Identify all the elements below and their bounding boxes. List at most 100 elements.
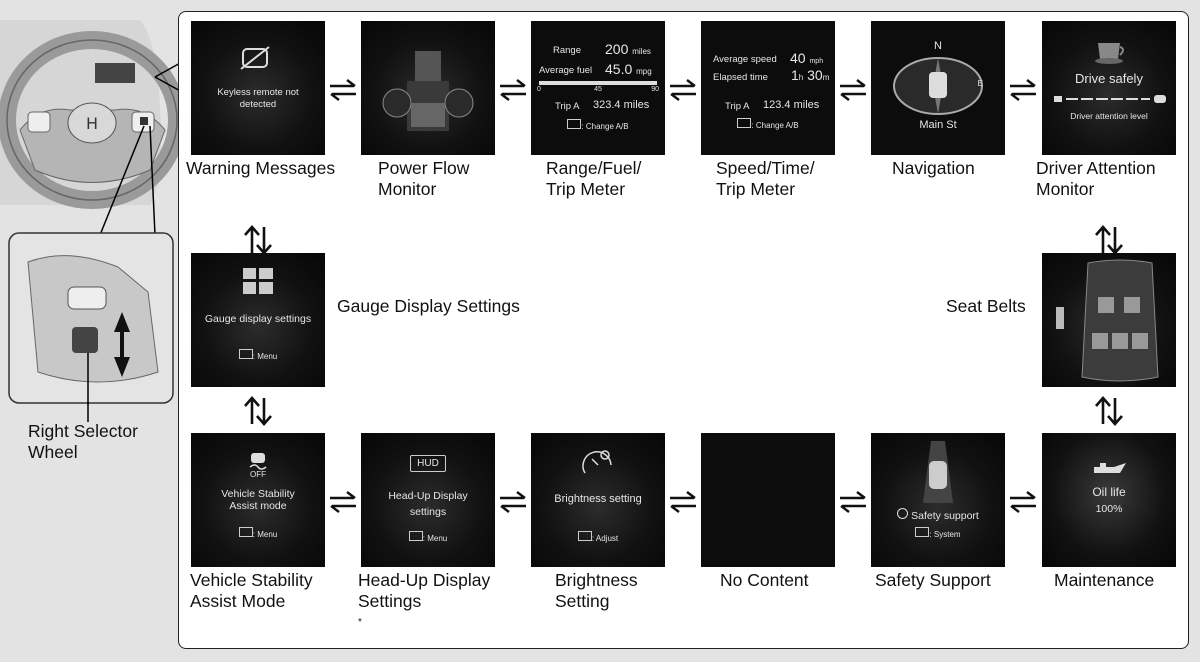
street-name: Main St xyxy=(919,119,957,131)
change-label: : Change A/B xyxy=(751,121,799,130)
caption-line: Setting xyxy=(555,591,610,611)
caption-line: Driver Attention xyxy=(1036,158,1156,178)
seat-belt-car-icon xyxy=(1056,259,1159,382)
caption-line: Settings xyxy=(358,591,422,611)
caption-line: Power Flow xyxy=(378,158,470,178)
screen-driver-attention: Drive safely Driver attention level xyxy=(1042,21,1176,155)
hud-line-2: settings xyxy=(409,506,447,518)
wheel-leader-line xyxy=(87,402,89,422)
keyless-remote-icon xyxy=(240,46,270,70)
trip-label: Trip A xyxy=(725,101,750,112)
system-label: : System xyxy=(929,530,961,539)
caption-seat-belts: Seat Belts xyxy=(946,296,1026,317)
vsa-off-icon xyxy=(249,453,267,470)
bidirectional-arrow-icon xyxy=(1095,225,1123,255)
range-label: Range xyxy=(553,45,581,56)
bidirectional-arrow-icon xyxy=(840,79,866,101)
warning-line-2: detected xyxy=(239,99,277,110)
caption-line: Maintenance xyxy=(1054,570,1155,590)
right-selector-wheel-label: Right Selector Wheel xyxy=(28,421,138,463)
bidirectional-arrow-icon xyxy=(500,491,526,513)
caption-line: Speed/Time/ xyxy=(716,158,815,178)
menu-label: : Menu xyxy=(252,530,278,539)
range-value: 200 xyxy=(605,41,629,57)
screen-safety-support: Safety support : System xyxy=(871,433,1005,567)
oil-life-value: 100% xyxy=(1095,503,1123,515)
scale-mid: 45 xyxy=(594,86,602,93)
display-cycle-panel xyxy=(178,11,1189,649)
oil-can-icon xyxy=(1094,463,1126,473)
screen-no-content xyxy=(701,433,835,567)
safety-support-icon xyxy=(897,508,909,519)
safety-line: Safety support xyxy=(911,510,979,522)
caption-maintenance: Maintenance xyxy=(1054,570,1154,591)
bidirectional-arrow-icon xyxy=(244,225,272,255)
hud-badge: HUD xyxy=(410,455,446,472)
power-flow-engine-graphic xyxy=(382,51,474,131)
fuel-unit: mpg xyxy=(636,67,652,76)
brightness-gauge-icon xyxy=(582,450,612,474)
avg-speed-value: 40 xyxy=(790,50,806,66)
up-down-arrow-icon xyxy=(114,312,130,377)
change-label: : Change A/B xyxy=(581,122,629,131)
screen-maintenance: Oil life 100% xyxy=(1042,433,1176,567)
bidirectional-arrow-icon xyxy=(1095,396,1123,426)
caption-line: Brightness xyxy=(555,570,638,590)
menu-label: : Menu xyxy=(422,534,448,543)
compass-north: N xyxy=(934,40,942,52)
caption-line: Gauge Display Settings xyxy=(337,296,520,316)
avg-speed-label: Average speed xyxy=(713,54,777,65)
caption-line: Seat Belts xyxy=(946,296,1026,316)
elapsed-hours-unit: h xyxy=(798,73,804,82)
bidirectional-arrow-icon xyxy=(244,396,272,426)
caption-gauge-display-settings: Gauge Display Settings xyxy=(337,296,520,317)
attention-level-bar xyxy=(1054,95,1166,103)
hud-line-1: Head-Up Display xyxy=(388,490,468,502)
compass-icon xyxy=(893,57,983,115)
trip-label: Trip A xyxy=(555,101,580,112)
elapsed-minutes-unit: m xyxy=(822,73,830,82)
elapsed-label: Elapsed time xyxy=(713,72,768,83)
steering-button-icon xyxy=(915,527,930,537)
bidirectional-arrow-icon xyxy=(500,79,526,101)
selector-wheel-closeup xyxy=(8,232,174,404)
adjust-label: : Adjust xyxy=(591,534,619,543)
menu-label: : Menu xyxy=(252,352,278,361)
steering-button-icon xyxy=(577,531,592,541)
bidirectional-arrow-icon xyxy=(1010,79,1036,101)
svg-text:H: H xyxy=(86,114,98,133)
attention-title: Drive safely xyxy=(1075,71,1143,86)
attention-level-label: Driver attention level xyxy=(1070,111,1148,121)
gauge-settings-line: Gauge display settings xyxy=(204,313,312,325)
screen-brightness: Brightness setting : Adjust xyxy=(531,433,665,567)
compass-east: E xyxy=(977,79,983,88)
steering-wheel-illustration: H xyxy=(0,20,182,236)
gauge-settings-icon xyxy=(243,268,273,294)
steering-button-icon xyxy=(238,527,253,537)
screen-speed-time: Average speed 40 mph Elapsed time 1h 30m… xyxy=(701,21,835,155)
trip-value: 323.4 miles xyxy=(593,99,650,111)
caption-line: Monitor xyxy=(378,179,437,199)
caption-line: Navigation xyxy=(892,158,975,178)
scale-max: 90 xyxy=(651,86,659,93)
wheel-label-line-2: Wheel xyxy=(28,442,78,462)
screen-navigation: N E Main St xyxy=(871,21,1005,155)
steering-button-icon xyxy=(238,349,253,359)
bidirectional-arrow-icon xyxy=(840,491,866,513)
caption-speed-time: Speed/Time/Trip Meter xyxy=(716,158,815,200)
range-unit: miles xyxy=(632,47,651,56)
screen-power-flow xyxy=(361,21,495,155)
screen-seat-belts xyxy=(1042,253,1176,387)
trip-value: 123.4 miles xyxy=(763,99,820,111)
avg-speed-unit: mph xyxy=(809,58,824,65)
vsa-line-2: Assist mode xyxy=(229,500,287,512)
caption-safety-support: Safety Support xyxy=(875,570,991,591)
steering-button-icon xyxy=(737,118,752,128)
steering-button-icon xyxy=(408,531,423,541)
